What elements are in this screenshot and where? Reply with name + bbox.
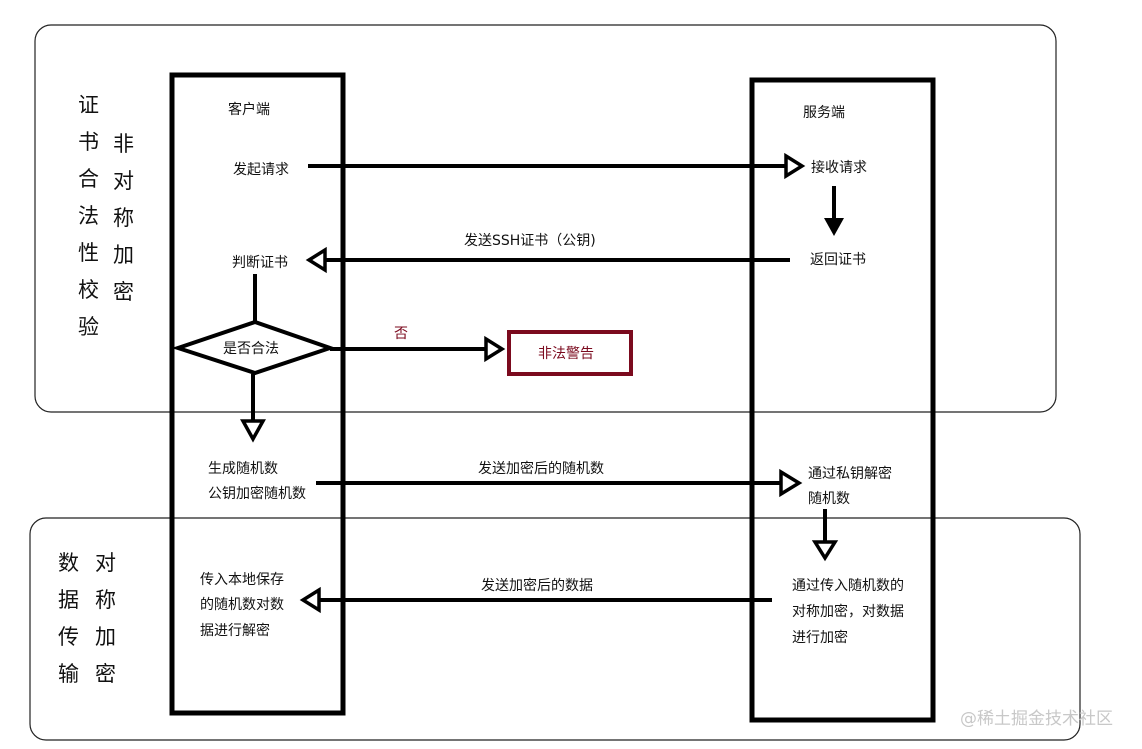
encrypted-data-arrowhead (299, 586, 321, 614)
send-cert-message: 发送SSH证书（公钥) (464, 233, 596, 249)
data-transfer-char: 输 (58, 662, 79, 686)
no-label: 否 (394, 326, 408, 342)
client-title: 客户端 (228, 101, 270, 118)
server-encrypt-label: 对称加密，对数据 (792, 603, 904, 620)
data-transfer-char: 据 (58, 588, 79, 612)
cert-check-char: 合 (78, 167, 99, 191)
private-decrypt-label: 随机数 (808, 491, 850, 507)
encrypted-random-arrowhead (779, 468, 803, 498)
no-branch-arrowhead (484, 335, 506, 363)
asymmetric-char: 非 (113, 132, 134, 156)
symmetric-char: 密 (95, 662, 116, 686)
send-request-label: 发起请求 (233, 162, 289, 178)
certificate-verification-section (34, 24, 1057, 413)
receive-to-return-arrowhead (824, 218, 844, 236)
request-arrowhead (784, 152, 806, 180)
asymmetric-char: 称 (113, 206, 134, 230)
symmetric-char: 称 (95, 588, 116, 612)
decrypt-to-encrypt-arrowhead (811, 540, 839, 562)
private-decrypt-label: 通过私钥解密 (808, 465, 892, 482)
asymmetric-char: 加 (113, 243, 134, 267)
watermark: @稀土掘金技术社区 (960, 709, 1113, 729)
gen-random-label: 生成随机数 (208, 461, 278, 477)
judge-cert-label: 判断证书 (232, 255, 288, 271)
symmetric-char: 对 (95, 551, 116, 575)
decision-label: 是否合法 (223, 341, 279, 357)
cert-check-char: 书 (78, 130, 99, 154)
receive-request-label: 接收请求 (811, 159, 867, 176)
server-encrypt-label: 通过传入随机数的 (792, 578, 904, 594)
data-transfer-char: 传 (58, 625, 79, 649)
decision-to-random-arrowhead (240, 419, 266, 443)
illegal-warning-label: 非法警告 (538, 346, 594, 362)
client-decrypt-label: 据进行解密 (200, 622, 270, 639)
client-decrypt-label: 传入本地保存 (200, 572, 284, 588)
data-transfer-char: 数 (58, 551, 79, 575)
cert-check-char: 性 (78, 241, 99, 265)
cert-arrowhead (305, 246, 327, 274)
return-cert-label: 返回证书 (810, 252, 866, 268)
send-encrypted-random-message: 发送加密后的随机数 (478, 460, 604, 477)
cert-check-char: 证 (78, 93, 99, 117)
send-encrypted-data-message: 发送加密后的数据 (481, 577, 593, 594)
data-transfer-section (29, 517, 1081, 741)
cert-check-char: 法 (78, 204, 99, 228)
illegal-warning-box (507, 330, 633, 376)
server-encrypt-label: 进行加密 (792, 629, 848, 646)
client-decrypt-label: 的随机数对数 (200, 597, 284, 613)
encrypt-random-label: 公钥加密随机数 (208, 485, 306, 502)
cert-check-char: 验 (78, 315, 99, 339)
asymmetric-char: 对 (113, 169, 134, 193)
cert-check-char: 校 (78, 278, 99, 302)
server-title: 服务端 (803, 105, 845, 121)
asymmetric-char: 密 (113, 280, 134, 304)
symmetric-char: 加 (95, 625, 116, 649)
server-lane (749, 77, 936, 723)
client-lane (169, 72, 346, 716)
